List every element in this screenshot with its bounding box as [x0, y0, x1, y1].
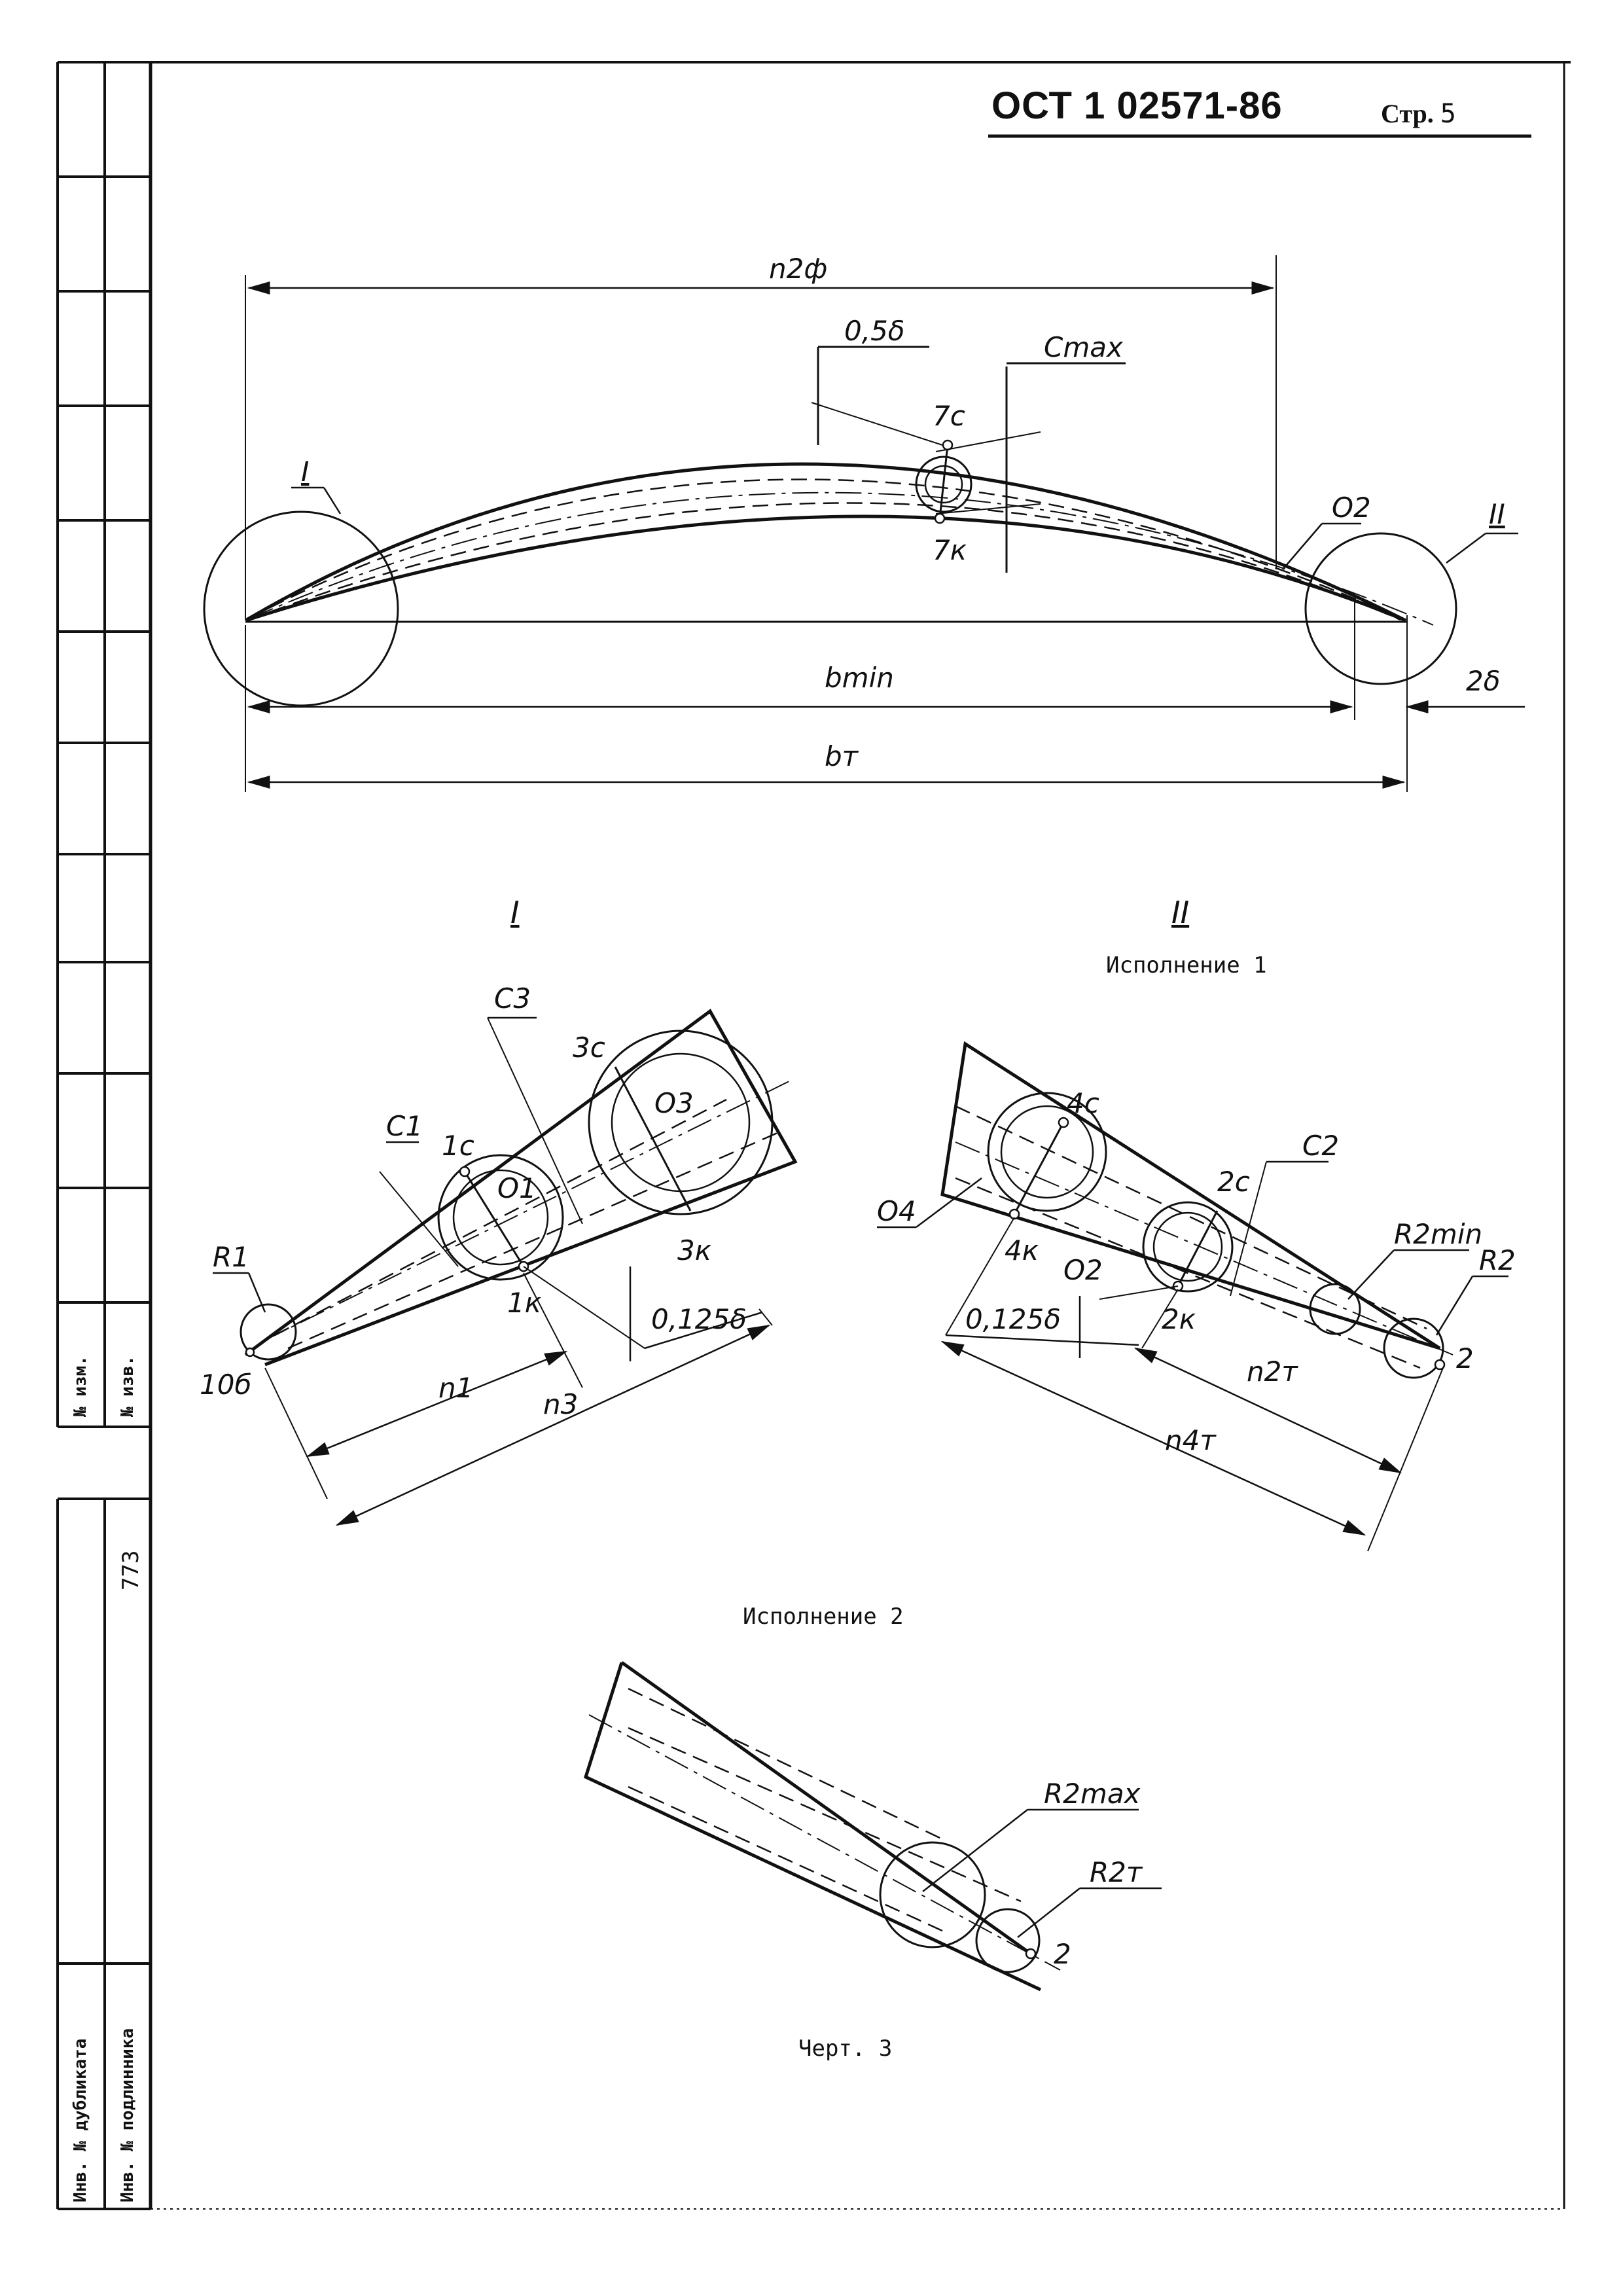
- sidebar-izm: № изм.: [71, 1355, 90, 1417]
- label-view-II: II: [1489, 498, 1505, 530]
- label-c1: C1: [386, 1110, 423, 1142]
- caption-variant-2: Исполнение 2: [743, 1604, 904, 1630]
- label-3c: 3c: [573, 1031, 605, 1064]
- label-r2min: R2min: [1394, 1218, 1482, 1250]
- label-0125-I: 0,125δ: [651, 1303, 747, 1335]
- label-4c: 4c: [1067, 1087, 1099, 1119]
- label-o2-main: O2: [1332, 492, 1371, 524]
- page-label-block: Стр. 5: [1381, 98, 1456, 129]
- label-two-delta: 2δ: [1466, 665, 1500, 697]
- label-1c: 1c: [442, 1130, 474, 1162]
- sidebar-orig-number: 773: [118, 1550, 144, 1590]
- label-2-variant: 2: [1054, 1938, 1071, 1970]
- label-3k: 3к: [677, 1234, 712, 1266]
- main-view-geometry: [203, 255, 1525, 792]
- label-2-detail: 2: [1456, 1342, 1474, 1374]
- label-c3: C3: [494, 982, 531, 1014]
- label-cmax: Cmax: [1044, 331, 1124, 363]
- label-view-I: I: [301, 456, 309, 488]
- detail-I-title: I: [510, 895, 520, 930]
- label-r2: R2: [1479, 1244, 1516, 1276]
- page-number: 5: [1440, 99, 1456, 129]
- sidebar-izv: № изв.: [118, 1355, 137, 1417]
- label-r1: R1: [213, 1241, 249, 1273]
- variant-2-geometry: [583, 1660, 1162, 1992]
- label-2c: 2c: [1217, 1166, 1250, 1198]
- label-n1: n1: [438, 1372, 473, 1404]
- figure-caption: Черт. 3: [798, 2036, 893, 2062]
- label-bmin: bmin: [825, 662, 894, 694]
- sidebar-inv-orig: Инв. № подлинника: [118, 2028, 137, 2202]
- label-o1: O1: [497, 1172, 537, 1204]
- label-10b: 10б: [200, 1369, 251, 1401]
- label-r2t: R2т: [1090, 1856, 1143, 1888]
- caption-variant-1: Исполнение 1: [1106, 952, 1267, 978]
- label-c2: C2: [1302, 1130, 1339, 1162]
- detail-II-title: II: [1171, 895, 1189, 930]
- label-r2max: R2max: [1044, 1778, 1141, 1810]
- label-n2f: n2ф: [769, 253, 827, 285]
- label-4k: 4к: [1005, 1234, 1039, 1266]
- detail-I-geometry: [213, 1009, 798, 1526]
- doc-code: ОСТ 1 02571-86: [991, 84, 1283, 127]
- label-0125-II: 0,125δ: [965, 1303, 1061, 1335]
- label-n3: n3: [543, 1388, 578, 1420]
- detail-II-geometry: [877, 1041, 1508, 1552]
- label-7c: 7c: [933, 400, 965, 432]
- sidebar-inv-dup: Инв. № дубликата: [71, 2038, 90, 2202]
- label-2k: 2к: [1162, 1303, 1196, 1335]
- sidebar-grid: [56, 61, 151, 2210]
- label-n4t: n4т: [1165, 1424, 1217, 1456]
- label-half-delta: 0,5δ: [844, 315, 905, 347]
- label-o3: O3: [654, 1087, 694, 1119]
- label-7k: 7к: [933, 534, 967, 566]
- label-n2t: n2т: [1247, 1355, 1298, 1388]
- label-bt: bт: [825, 740, 859, 772]
- label-o2-detail: O2: [1063, 1254, 1103, 1286]
- page-frame: [149, 61, 1571, 2210]
- page-label: Стр.: [1381, 99, 1434, 128]
- label-1k: 1к: [507, 1287, 542, 1319]
- label-o4: O4: [877, 1195, 916, 1227]
